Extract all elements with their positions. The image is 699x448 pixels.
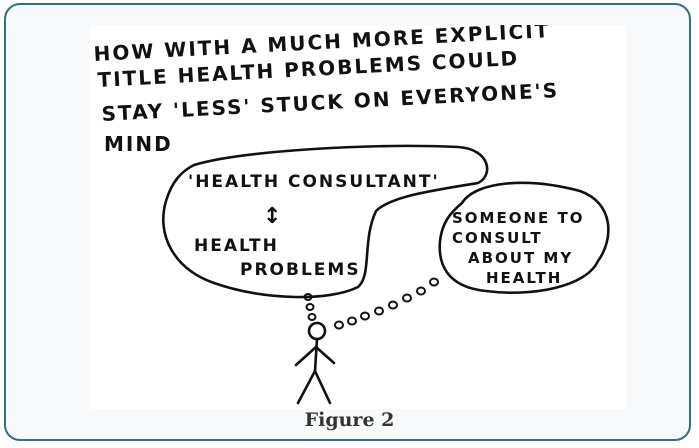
right-bubble-line-4: HEALTH <box>486 269 562 287</box>
right-bubble-line-1: SOMEONE TO <box>452 209 585 227</box>
sketch-image: HOW WITH A MUCH MORE EXPLICIT TITLE HEAL… <box>90 25 626 409</box>
left-bubble-line-1: HEALTH <box>194 236 279 256</box>
left-thought-bubble: 'HEALTH CONSULTANT' ↕ HEALTH PROBLEMS <box>161 144 489 299</box>
sketch-drawing: HOW WITH A MUCH MORE EXPLICIT TITLE HEAL… <box>93 25 610 405</box>
left-bubble-arrow: ↕ <box>263 204 283 229</box>
thought-trail-left <box>303 293 317 321</box>
left-bubble-line-2: PROBLEMS <box>240 260 361 280</box>
left-bubble-top-label: 'HEALTH CONSULTANT' <box>188 172 440 192</box>
right-bubble-line-2: CONSULT <box>452 229 543 247</box>
left-bubble-outline <box>161 144 489 299</box>
heading-line-4: MIND <box>104 132 173 156</box>
stick-figure-icon <box>294 321 336 405</box>
figure-caption: Figure 2 <box>304 409 395 431</box>
heading: HOW WITH A MUCH MORE EXPLICIT TITLE HEAL… <box>93 25 560 156</box>
right-bubble-outline <box>438 181 610 294</box>
figure-frame: HOW WITH A MUCH MORE EXPLICIT TITLE HEAL… <box>4 3 691 441</box>
right-bubble-line-3: ABOUT MY <box>468 249 573 267</box>
right-thought-bubble: SOMEONE TO CONSULT ABOUT MY HEALTH <box>438 181 610 294</box>
thought-trail-right <box>334 277 439 330</box>
